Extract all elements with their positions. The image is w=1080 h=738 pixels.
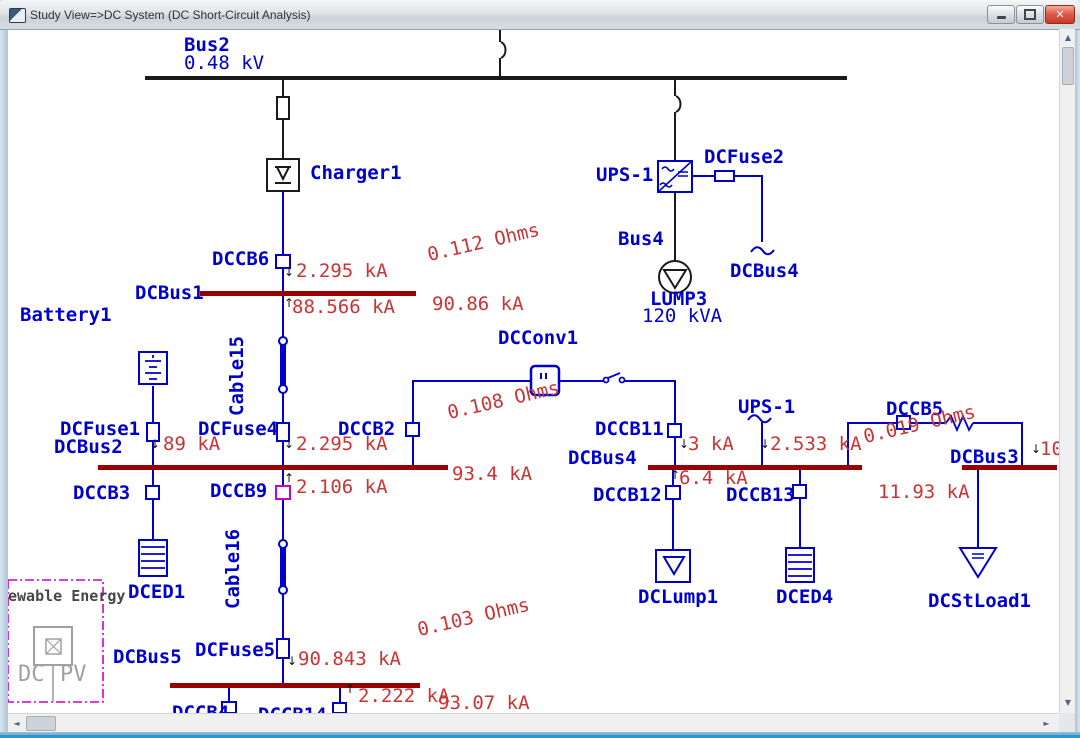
- vertical-scroll-thumb[interactable]: [1062, 47, 1074, 85]
- dcbus4-connector-icon[interactable]: [750, 246, 775, 256]
- dced1-icon[interactable]: [138, 539, 168, 577]
- disconnect-switch-icon[interactable]: [602, 372, 626, 384]
- dcfuse2-icon[interactable]: [714, 170, 735, 182]
- dcconv1-icon[interactable]: [529, 364, 561, 397]
- charger1-icon[interactable]: [266, 158, 300, 192]
- window-border-left: [0, 29, 8, 732]
- renewable-composite-boundary[interactable]: [7, 579, 104, 703]
- ac-connectors: [282, 30, 682, 261]
- dcfuse1-icon[interactable]: [146, 422, 160, 442]
- dcfuse5-icon[interactable]: [276, 638, 290, 659]
- dccb14-icon[interactable]: [332, 702, 347, 714]
- window-border-right: [1075, 29, 1080, 732]
- scroll-up-button[interactable]: ▲: [1062, 31, 1074, 44]
- dccb9-icon[interactable]: [275, 485, 291, 500]
- hv-fuse-icon[interactable]: [276, 96, 290, 120]
- dccb5-icon[interactable]: [896, 415, 911, 430]
- scroll-down-button[interactable]: ▼: [1062, 696, 1074, 709]
- dclump1-icon[interactable]: [655, 549, 691, 583]
- app-icon: [9, 8, 26, 23]
- window-border-edge: [0, 735, 1080, 738]
- dcfuse4-icon[interactable]: [276, 422, 290, 442]
- dccb11-icon[interactable]: [667, 423, 682, 438]
- ups1-icon[interactable]: [657, 160, 693, 193]
- dccb2-icon[interactable]: [405, 422, 420, 437]
- resistor-icon[interactable]: [945, 413, 974, 433]
- close-button[interactable]: ✕: [1045, 5, 1075, 24]
- minimize-icon: [996, 16, 1006, 19]
- pv-array-icon[interactable]: [33, 626, 73, 702]
- dccb12-icon[interactable]: [665, 485, 681, 500]
- dced4-icon[interactable]: [785, 547, 815, 583]
- window-title: Study View=>DC System (DC Short-Circuit …: [30, 8, 311, 22]
- title-bar[interactable]: Study View=>DC System (DC Short-Circuit …: [0, 0, 1080, 30]
- lump3-icon[interactable]: [658, 260, 692, 294]
- minimize-button[interactable]: [987, 5, 1015, 24]
- horizontal-scroll-thumb[interactable]: [26, 716, 56, 731]
- horizontal-scrollbar[interactable]: ◄ ►: [8, 713, 1059, 732]
- scrollbar-corner: [1059, 713, 1075, 732]
- scroll-left-button[interactable]: ◄: [10, 717, 23, 730]
- close-icon: ✕: [1055, 8, 1065, 21]
- scroll-right-button[interactable]: ►: [1040, 717, 1053, 730]
- cable15-icon[interactable]: [278, 336, 288, 394]
- dccb13-icon[interactable]: [792, 484, 807, 499]
- vertical-scrollbar[interactable]: ▲ ▼: [1059, 29, 1075, 713]
- battery1-icon[interactable]: [138, 351, 168, 385]
- dcstload1-icon[interactable]: [958, 547, 998, 579]
- cable16-icon[interactable]: [278, 539, 288, 595]
- dccb3-icon[interactable]: [145, 485, 160, 500]
- restore-button[interactable]: [1016, 5, 1044, 24]
- ups1b-connector-icon[interactable]: [747, 414, 772, 424]
- dccb6-icon[interactable]: [275, 254, 291, 269]
- dccb4-icon[interactable]: [221, 701, 237, 714]
- restore-icon: [1024, 9, 1036, 20]
